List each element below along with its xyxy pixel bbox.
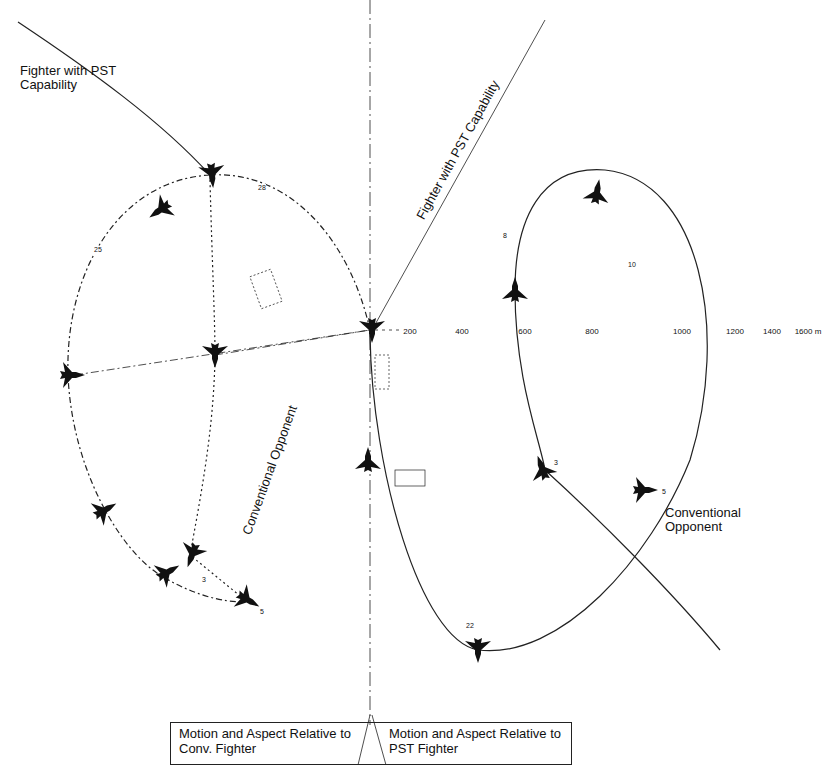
- aircraft-label: Fighter with PST Capability: [20, 64, 130, 93]
- time-mark: 10: [628, 261, 636, 269]
- axis-number: 600: [518, 328, 531, 337]
- time-mark: 25: [94, 246, 102, 254]
- axis-number: 1000: [673, 328, 691, 337]
- axis-number: 1600 m: [795, 328, 822, 337]
- aircraft-label: Fighter with PST Capability: [414, 78, 502, 222]
- time-mark: 3: [202, 576, 206, 584]
- aircraft-label: Conventional Opponent: [665, 506, 775, 535]
- time-mark: 5: [662, 488, 666, 496]
- time-mark: 22: [466, 622, 474, 630]
- time-mark: 28: [258, 184, 266, 192]
- axis-number: 400: [455, 328, 468, 337]
- box-text: Motion and Aspect Relative to Conv. Figh…: [179, 727, 354, 757]
- axis-number: 200: [403, 328, 416, 337]
- time-mark: 3: [554, 459, 558, 467]
- aircraft-label: Conventional Opponent: [240, 403, 300, 536]
- box-text: Motion and Aspect Relative to PST Fighte…: [389, 727, 564, 757]
- axis-number: 1200: [726, 328, 744, 337]
- legend-box: Motion and Aspect Relative to Conv. Figh…: [170, 722, 572, 765]
- time-mark: 5: [260, 608, 264, 616]
- axis-number: 1400: [763, 328, 781, 337]
- time-mark: 8: [503, 232, 507, 240]
- axis-number: 800: [585, 328, 598, 337]
